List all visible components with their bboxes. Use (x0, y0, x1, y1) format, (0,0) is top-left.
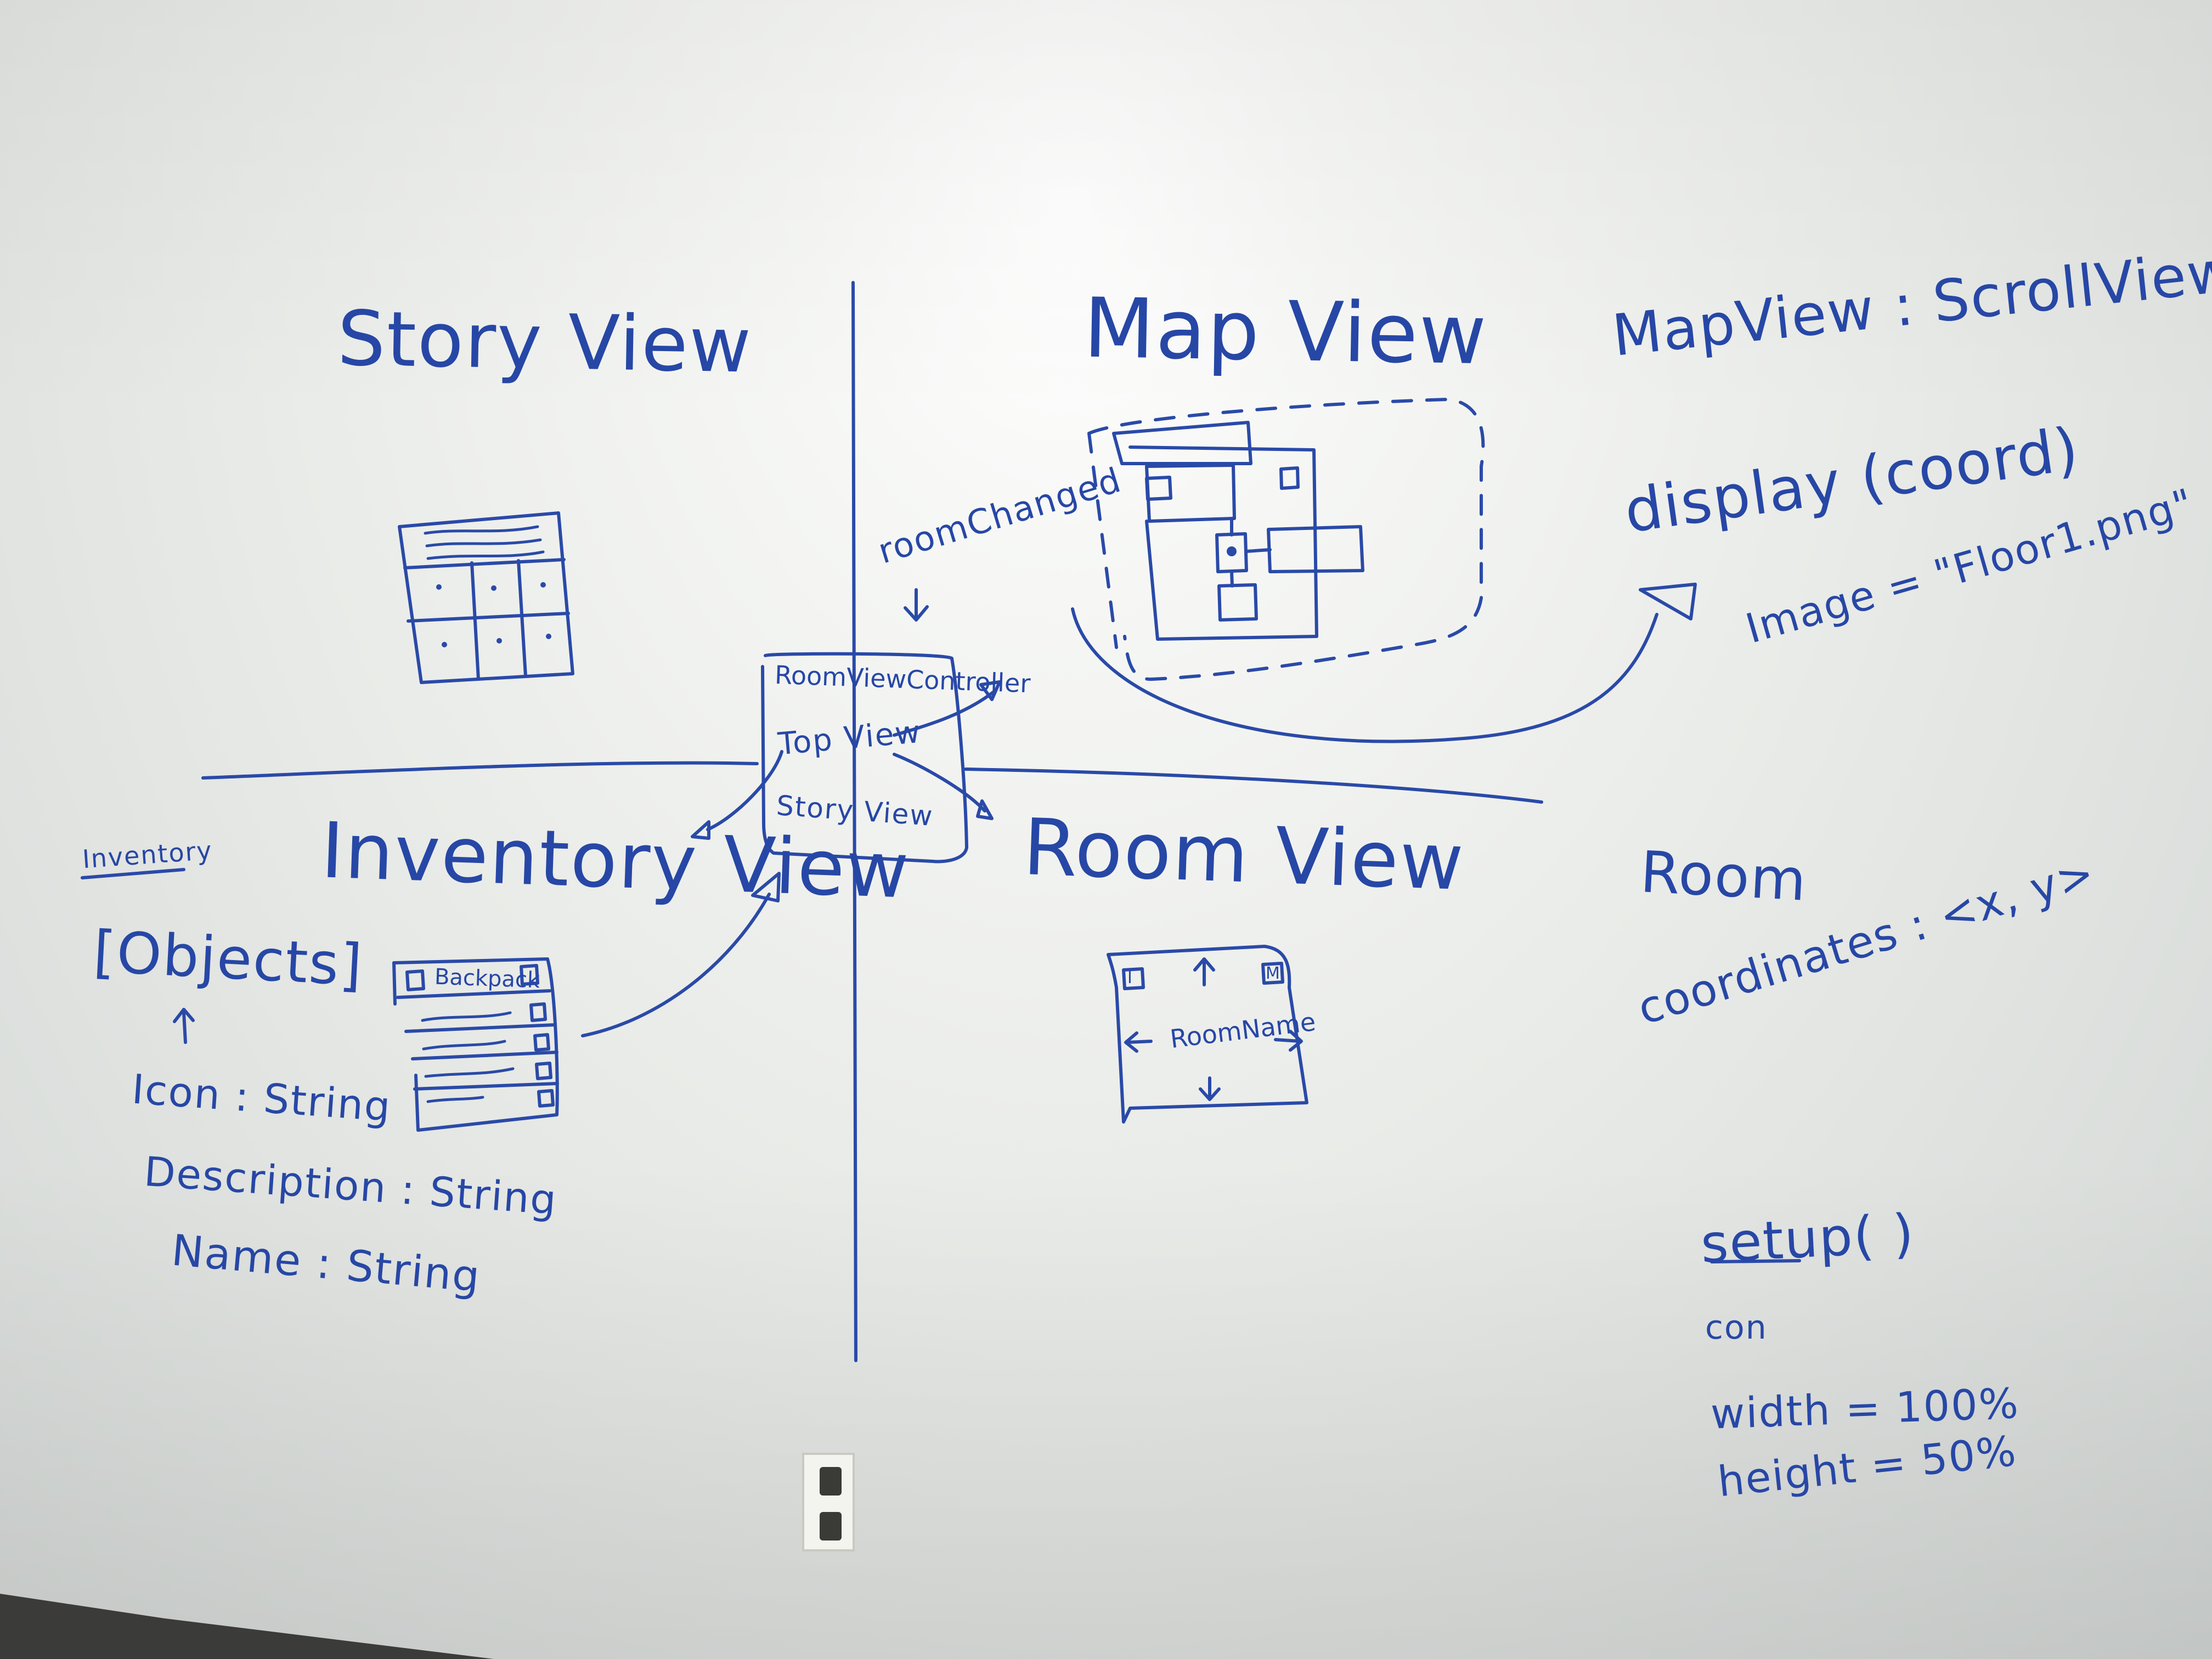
room-class-name: Room (1639, 838, 1809, 914)
objects-up-arrow (173, 1008, 195, 1044)
backpack-to-controller-arrow (581, 893, 771, 1037)
wall-outlet (802, 1453, 855, 1551)
topview-to-map-arrowhead (979, 680, 1001, 701)
controller-to-inventory-arrowhead (691, 820, 710, 840)
setup-method: setup( ) (1699, 1202, 1916, 1276)
setup-underline (1710, 1259, 1801, 1263)
inventory-heading-underline (81, 868, 185, 879)
display-arrowhead (1639, 583, 1697, 620)
story-table-sketch (398, 511, 574, 684)
divider-horizontal-left (201, 761, 759, 780)
backpack-to-controller-arrowhead (751, 872, 781, 902)
story-view-title: Story View (336, 294, 753, 390)
topview-to-map-arrow (893, 691, 995, 737)
room-mock-sketch (1107, 945, 1308, 1124)
backpack-panel-sketch (392, 957, 559, 1132)
setup-sub: con (1705, 1308, 1768, 1347)
controller-box (761, 652, 968, 864)
room-changed-arrow (904, 588, 929, 622)
divider-horizontal-right (964, 768, 1543, 804)
room-mock-left-button: I (1127, 968, 1133, 988)
controller-to-inventory-arrow (706, 750, 783, 831)
room-mock-right-button: M (1266, 964, 1281, 983)
outlet-socket-top (820, 1467, 842, 1496)
outlet-socket-bottom (820, 1512, 842, 1541)
divider-vertical (851, 281, 857, 1362)
topview-to-room-arrowhead (976, 799, 994, 820)
inventory-view-title: Inventory View (319, 806, 911, 916)
room-view-title: Room View (1022, 802, 1466, 908)
setup-width: width = 100% (1709, 1379, 2021, 1438)
map-floorplan-sketch (1087, 398, 1485, 681)
topview-to-room-arrow (893, 753, 986, 812)
backpack-label: Backpack (434, 964, 540, 994)
map-view-title: Map View (1082, 280, 1488, 383)
map-to-display-arrow (1071, 607, 1658, 743)
inventory-model-type: [Objects] (92, 918, 365, 999)
